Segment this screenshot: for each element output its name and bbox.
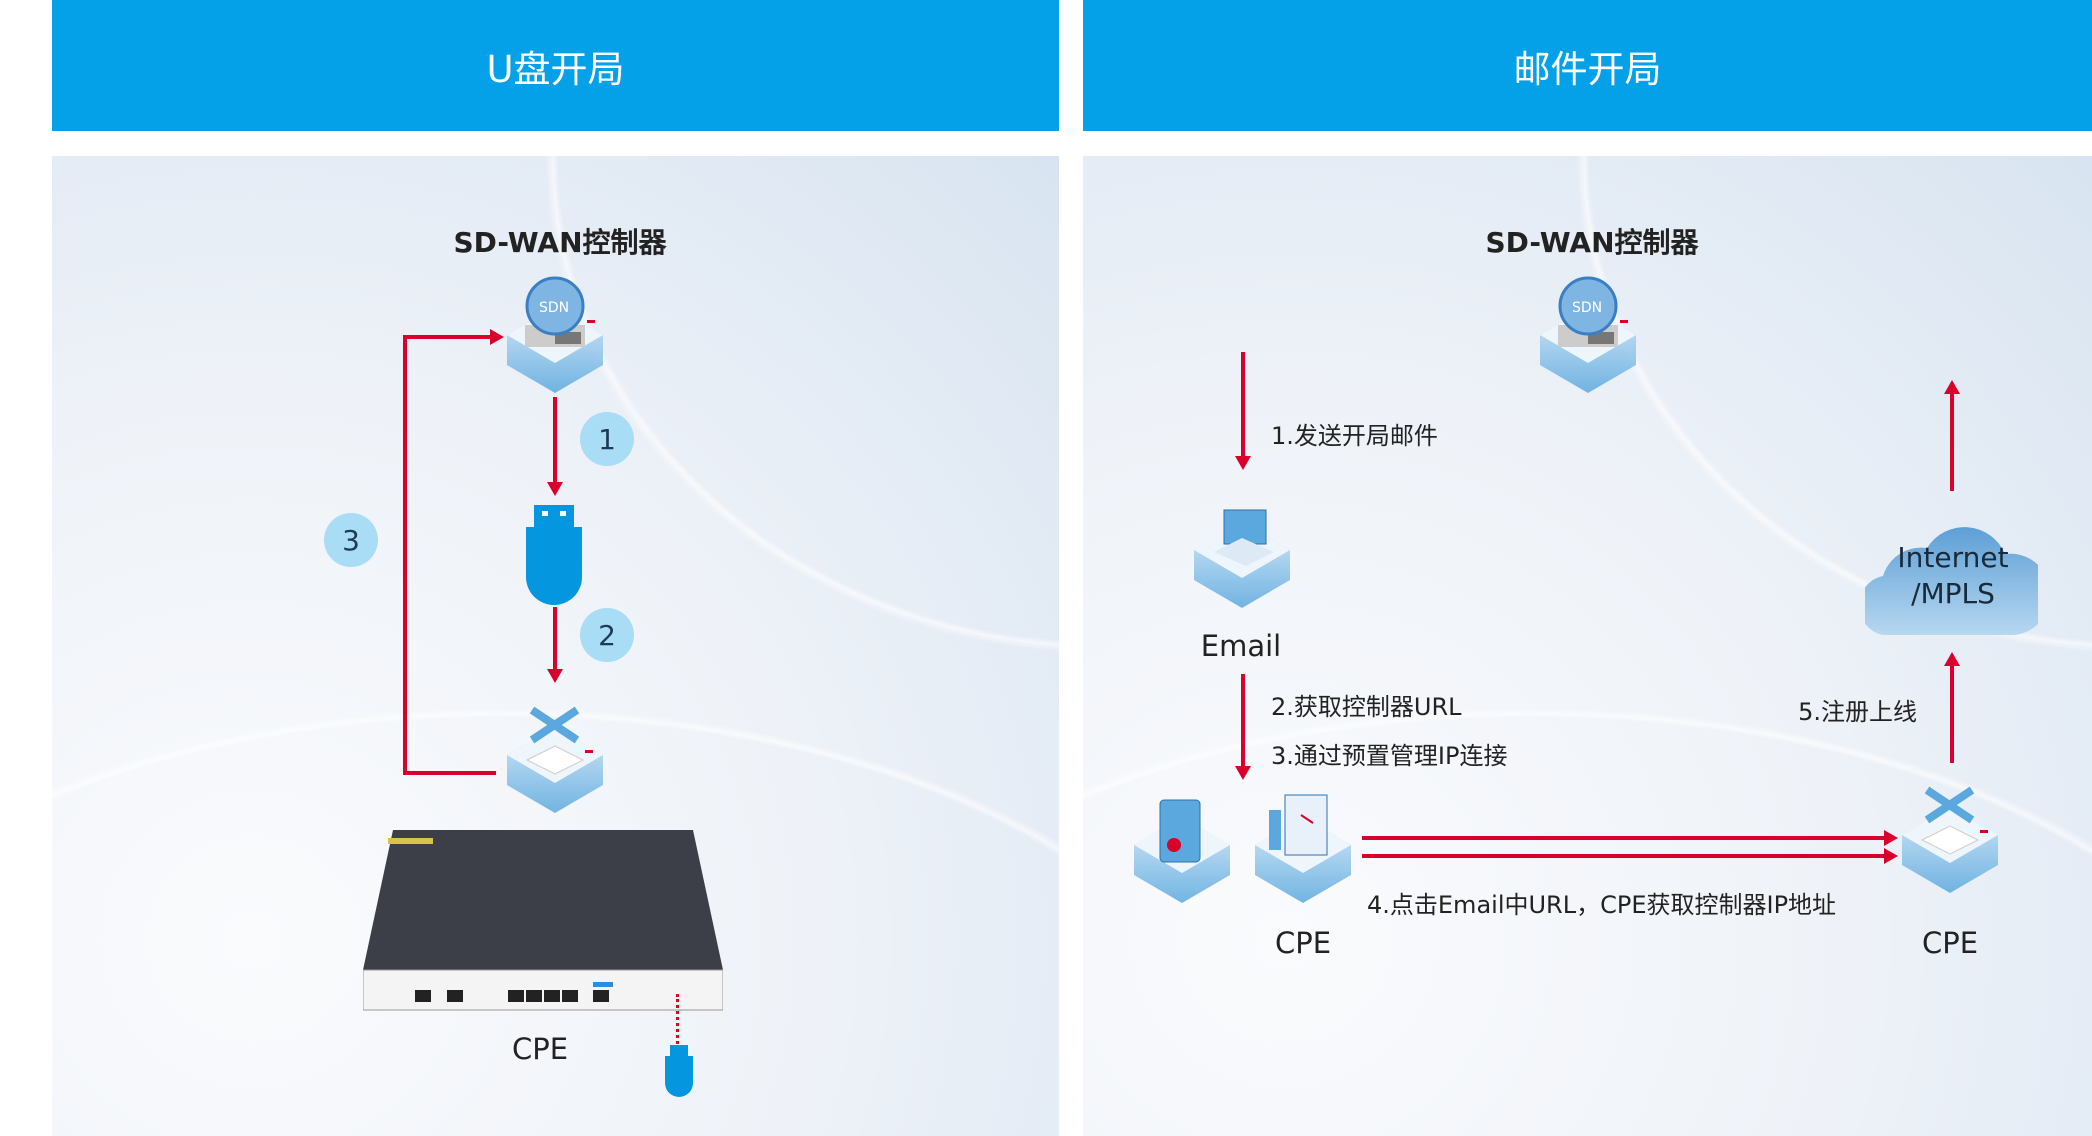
step-badge-2: 2 xyxy=(580,608,634,662)
sdwan-controller-icon: SDN xyxy=(507,276,603,393)
step5-label: 5.注册上线 xyxy=(1798,698,1917,726)
arrow-get-url xyxy=(1241,674,1245,766)
tablet-icon xyxy=(1134,799,1230,903)
cloud-label: Internet /MPLS xyxy=(1897,540,2008,612)
controller-label: SD-WAN控制器 xyxy=(453,226,667,259)
usb-drive-icon xyxy=(526,505,582,605)
sdwan-controller-icon: SDN xyxy=(1540,276,1636,393)
header-title: 邮件开局 xyxy=(1513,47,1662,91)
header-usb-onboarding: U盘开局 xyxy=(52,0,1059,131)
loop-line-cpe-to-controller xyxy=(403,335,407,775)
cpe-left-label: CPE xyxy=(1274,926,1332,960)
step-badge-1: 1 xyxy=(580,412,634,466)
cloud-line1: Internet xyxy=(1897,541,2009,574)
step4-label: 4.点击Email中URL，CPE获取控制器IP地址 xyxy=(1367,891,1837,919)
svg-text:SDN: SDN xyxy=(1572,300,1602,316)
usb-drive-small-icon xyxy=(665,1045,693,1097)
cpe-router-icon xyxy=(507,706,603,813)
cpe-right-label: CPE xyxy=(1921,926,1979,960)
email-laptop-icon xyxy=(1194,509,1290,608)
arrow-cloud-to-controller xyxy=(1950,392,1954,491)
header-title: U盘开局 xyxy=(486,47,625,91)
svg-text:SDN: SDN xyxy=(539,300,569,316)
step1-label: 1.发送开局邮件 xyxy=(1271,422,1438,450)
cloud-line2: /MPLS xyxy=(1911,577,1995,610)
arrow-click-url-1 xyxy=(1362,836,1886,840)
usb-insert-dotted-line xyxy=(676,994,679,1062)
controller-label: SD-WAN控制器 xyxy=(1485,226,1699,259)
arrow-controller-to-usb xyxy=(553,397,557,482)
arrow-register xyxy=(1950,666,1954,763)
arrow-send-email xyxy=(1241,352,1245,456)
arrow-click-url-2 xyxy=(1362,854,1886,858)
cpe-label: CPE xyxy=(511,1032,569,1066)
step3-label: 3.通过预置管理IP连接 xyxy=(1271,742,1508,770)
step2-label: 2.获取控制器URL xyxy=(1271,693,1462,721)
email-label: Email xyxy=(1200,629,1282,663)
internet-mpls-cloud-icon xyxy=(1865,527,2038,635)
computer-icon xyxy=(1255,794,1351,903)
step-badge-3: 3 xyxy=(324,513,378,567)
cpe-router-icon xyxy=(1902,786,1998,893)
cpe-hardware-device xyxy=(363,830,723,1011)
arrow-usb-to-cpe xyxy=(553,607,557,669)
header-email-onboarding: 邮件开局 xyxy=(1083,0,2092,131)
